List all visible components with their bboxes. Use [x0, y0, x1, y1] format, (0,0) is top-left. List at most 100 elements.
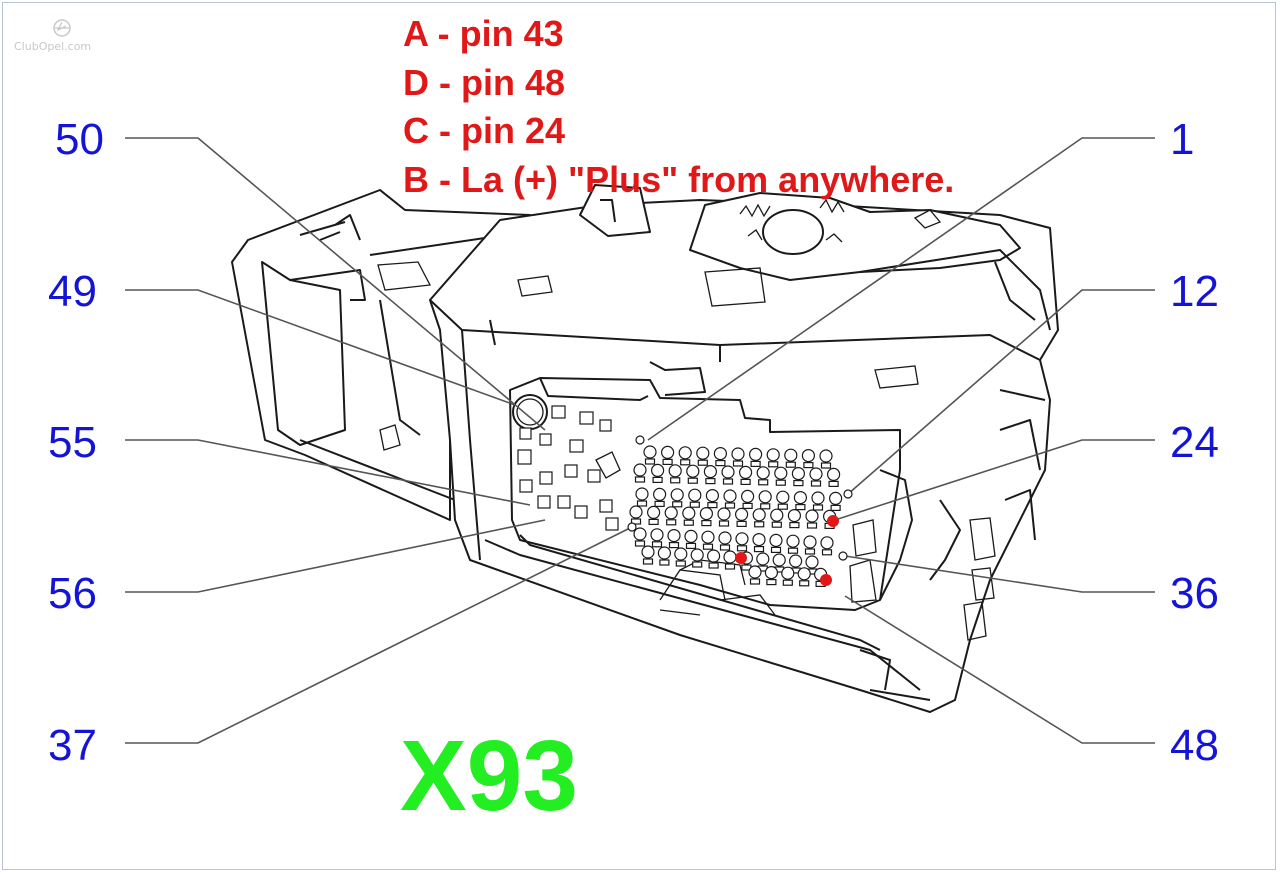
watermark-logo: ClubOpel.com	[14, 19, 91, 53]
pin-cavity	[738, 465, 753, 479]
pin-cavity	[769, 533, 783, 548]
pin-cavity	[635, 487, 649, 501]
pin-latch	[785, 461, 796, 468]
pin-latch	[642, 558, 654, 565]
pin-latch	[803, 462, 814, 469]
pin-latch	[758, 479, 769, 486]
pin-cavity	[788, 554, 803, 568]
pin-cavity	[664, 506, 678, 520]
pin-cavity	[781, 566, 795, 580]
pin-latch	[689, 501, 700, 508]
leader-49	[125, 289, 516, 406]
pin-latch	[782, 579, 793, 586]
pin-cavity	[706, 549, 721, 563]
pin-latch	[775, 479, 786, 486]
pin-cavity	[696, 446, 710, 460]
pin-cavity	[731, 447, 745, 461]
pin-cavity	[772, 553, 786, 567]
pin-cavity	[705, 489, 720, 503]
pin-cavity	[652, 487, 667, 501]
pin-latch	[675, 560, 686, 567]
pin-cavity	[793, 491, 808, 505]
pin-cavity	[688, 488, 702, 502]
leader-1	[647, 137, 1155, 441]
watermark-text: ClubOpel.com	[14, 40, 91, 53]
pin-latch	[702, 543, 714, 550]
pin-label-1: 1	[1170, 115, 1194, 164]
pin-cavity	[764, 565, 779, 580]
left-pin-labels: 50 49 55 56 37	[48, 115, 104, 770]
pin-latch	[777, 503, 788, 510]
pin-latch	[680, 459, 691, 466]
legend: A - pin 43 D - pin 48 C - pin 24 B - La …	[403, 13, 954, 200]
pin-cavity	[713, 447, 728, 461]
pin-cavity	[776, 490, 790, 504]
marker-pin-24	[827, 515, 839, 527]
pin-latch	[771, 521, 782, 528]
pin-latch	[812, 504, 824, 511]
leader-lines	[125, 137, 1155, 744]
pin-cavity	[791, 467, 806, 481]
leader-12	[847, 289, 1155, 495]
pin-cavity	[774, 466, 788, 480]
pin-latch	[654, 500, 665, 507]
pin-latch	[634, 476, 646, 483]
pin-cavity	[643, 445, 657, 459]
pin-cavity	[633, 463, 647, 477]
pin-latch	[804, 548, 816, 555]
pin-latch	[692, 561, 703, 568]
pin-latch	[724, 563, 736, 570]
pin-cavity	[784, 448, 798, 462]
pin-latch	[806, 522, 818, 529]
pin-cavity	[801, 449, 816, 463]
pin-label-56: 56	[48, 569, 97, 618]
pin-cavity	[828, 491, 843, 505]
leader-50	[125, 137, 546, 431]
pin-cavity	[657, 546, 672, 560]
pin-cavity	[684, 529, 698, 544]
pin-cavity	[723, 489, 737, 503]
pin-latch	[787, 547, 799, 554]
pin-cavity	[718, 531, 732, 545]
pin-latch	[736, 520, 747, 528]
leader-37	[125, 527, 631, 744]
pin-latch	[651, 541, 663, 548]
pin-cavity	[701, 530, 715, 544]
marker-pin-43	[735, 552, 747, 564]
pin-latch	[659, 559, 670, 566]
pin-label-55: 55	[48, 418, 97, 467]
pin-latch	[828, 480, 839, 487]
leader-24	[837, 439, 1155, 520]
pin-latch	[666, 519, 677, 526]
pin-latch	[687, 477, 698, 484]
pin-cavity	[766, 448, 780, 462]
legend-line-d: D - pin 48	[403, 62, 565, 103]
pin-cavity	[678, 446, 692, 460]
pin-cavity	[629, 505, 643, 519]
pin-latch	[634, 540, 646, 547]
pin-cavity	[811, 491, 825, 505]
pin-latch	[670, 477, 681, 484]
pin-cavity	[803, 535, 817, 549]
pin-cavity	[721, 465, 735, 479]
pin-latch	[724, 502, 736, 509]
pin-cavity	[646, 505, 661, 520]
pin-latch	[830, 504, 841, 511]
pin-cavity	[752, 508, 766, 522]
pin-latch	[719, 544, 731, 551]
pin-latch	[754, 521, 765, 528]
pin-latch	[768, 461, 779, 468]
pin-latch	[668, 541, 680, 549]
pin-latch	[701, 519, 712, 527]
pin-latch	[770, 546, 782, 554]
pin-cavity	[703, 465, 718, 479]
pin-latch	[718, 520, 730, 527]
pin-latch	[795, 504, 806, 511]
legend-line-a: A - pin 43	[403, 13, 564, 54]
pin-latch	[708, 562, 719, 569]
pin-latch	[749, 578, 761, 585]
pin-cavity	[758, 490, 772, 504]
pin-latch	[760, 503, 771, 510]
pin-latch	[793, 480, 804, 487]
